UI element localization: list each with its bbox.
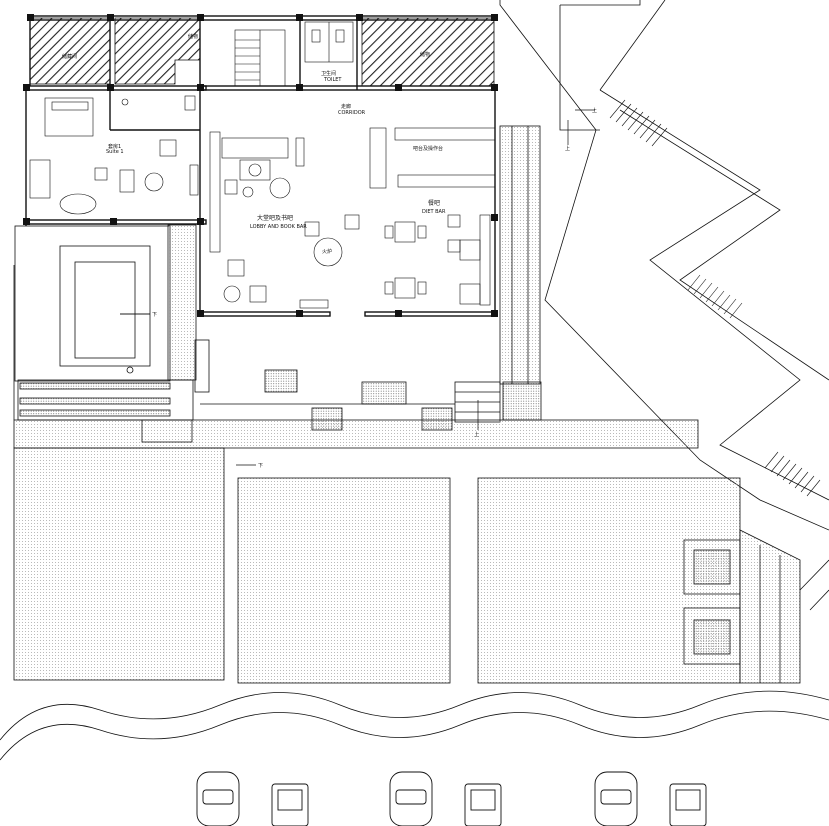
storage-block-mid (114, 17, 201, 85)
label-toilet-en: TOILET (323, 77, 342, 83)
label-suite-en: Suite 1 (106, 149, 124, 155)
stair-arrows (120, 109, 595, 466)
label-bar-counter: 吧台及操作台 (413, 145, 443, 152)
label-storage-right: 储物 (420, 51, 430, 58)
parked-cars (196, 771, 707, 826)
pool-deck (13, 225, 171, 420)
label-storage-mid: 储物 (188, 33, 198, 40)
structural-columns (23, 14, 498, 317)
storage-block-right (361, 17, 495, 87)
room-labels: 储藏间 储物 储物 卫生间 TOILET 走廊 CORRIDOR 套房1 Sui… (62, 33, 597, 469)
diet-bar-furniture (369, 127, 496, 306)
storage-block-left (29, 17, 111, 85)
label-down-front: 下 (258, 463, 263, 469)
label-corridor-cn: 走廊 (341, 103, 351, 110)
suite-furniture (29, 95, 199, 215)
label-diet-cn: 餐吧 (428, 199, 440, 207)
label-up-right-a: 上 (592, 107, 597, 114)
terrain-stair-zigzag (499, 0, 829, 611)
label-suite-cn: 套房1 (108, 143, 121, 150)
paving-zones (13, 419, 801, 684)
label-toilet-cn: 卫生间 (321, 70, 336, 77)
stair-treads-right (609, 99, 821, 497)
lobby-furniture (209, 131, 360, 309)
label-down-pool: 下 (152, 312, 157, 318)
label-corridor-en: CORRIDOR (338, 110, 366, 116)
label-up-right-b: 上 (565, 145, 570, 152)
label-storage-left: 储藏间 (62, 53, 77, 60)
label-fireplace: 火炉 (322, 248, 332, 255)
landscape-wave-lower (0, 710, 829, 761)
planter-column-right (499, 125, 541, 385)
toilet-fixtures (304, 21, 354, 63)
label-lobby-en: LOBBY AND BOOK BAR (250, 224, 307, 230)
label-lobby-cn: 大堂吧及书吧 (257, 214, 293, 222)
planter-strip-left (167, 224, 197, 381)
stairwell (234, 29, 286, 87)
label-diet-en: DIET BAR (422, 209, 446, 215)
label-up-front: 上 (474, 431, 479, 438)
landscape-wave (0, 690, 829, 741)
